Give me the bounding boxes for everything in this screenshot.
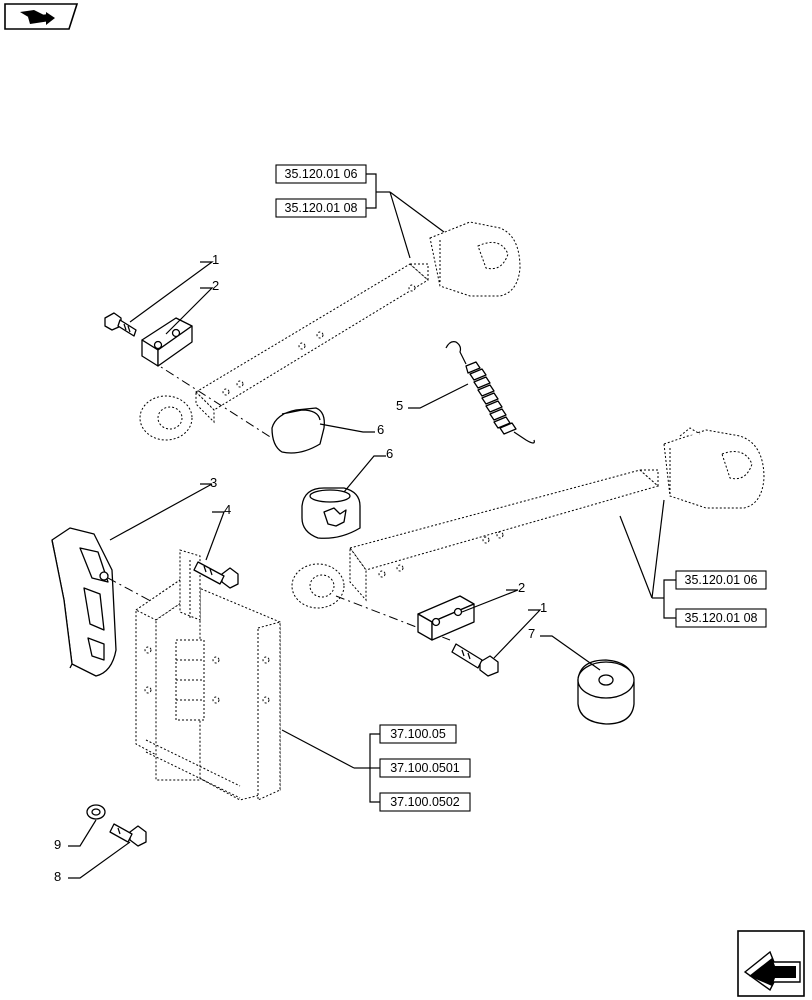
ref-box-right-b[interactable]: 35.120.01 08 <box>675 608 767 628</box>
svg-text:37.100.05: 37.100.05 <box>390 727 446 741</box>
ref-box-top-a[interactable]: 35.120.01 06 <box>275 164 367 184</box>
book-arrow-icon[interactable] <box>4 3 79 30</box>
callout-8: 8 <box>54 869 61 884</box>
ref-box-top-b[interactable]: 35.120.01 08 <box>275 198 367 218</box>
rubber-block-top <box>271 407 325 454</box>
plate-axis-line <box>107 577 187 621</box>
leader-lines <box>68 173 676 879</box>
svg-text:37.100.0501: 37.100.0501 <box>390 761 460 775</box>
callout-3: 3 <box>210 475 217 490</box>
ref-box-hitch-c[interactable]: 37.100.0502 <box>379 792 471 812</box>
callout-6-top: 6 <box>377 422 384 437</box>
callout-2-bottom: 2 <box>518 580 525 595</box>
svg-text:35.120.01 08: 35.120.01 08 <box>685 611 758 625</box>
bolt-hitch <box>193 561 239 589</box>
rubber-buffer <box>301 487 361 539</box>
small-washer <box>86 804 106 820</box>
next-page-arrow-icon[interactable] <box>737 930 805 997</box>
svg-text:37.100.0502: 37.100.0502 <box>390 795 460 809</box>
svg-text:35.120.01 06: 35.120.01 06 <box>285 167 358 181</box>
callout-2-top: 2 <box>212 278 219 293</box>
svg-text:35.120.01 08: 35.120.01 08 <box>285 201 358 215</box>
bolt-top <box>104 312 137 337</box>
callout-5: 5 <box>396 398 403 413</box>
bolt-bottom <box>451 643 499 677</box>
callout-1-top: 1 <box>212 252 219 267</box>
callout-4: 4 <box>224 502 231 517</box>
ref-box-hitch-b[interactable]: 37.100.0501 <box>379 758 471 778</box>
callout-6-mid: 6 <box>386 446 393 461</box>
ref-box-right-a[interactable]: 35.120.01 06 <box>675 570 767 590</box>
washer-disc <box>577 659 635 725</box>
hitch-frame <box>135 549 281 801</box>
callout-9: 9 <box>54 837 61 852</box>
wear-plate-bottom <box>417 595 475 641</box>
spring <box>445 341 535 444</box>
upper-lower-link-arm <box>139 221 521 441</box>
bolt-small <box>109 823 147 847</box>
callout-7: 7 <box>528 626 535 641</box>
ref-box-hitch-a[interactable]: 37.100.05 <box>379 724 457 744</box>
upper-axis-line <box>149 359 276 441</box>
wear-plate-top <box>141 317 193 367</box>
callout-1-bottom: 1 <box>540 600 547 615</box>
lower-lower-link-arm <box>291 427 765 609</box>
guide-plate <box>51 527 117 677</box>
svg-text:35.120.01 06: 35.120.01 06 <box>685 573 758 587</box>
